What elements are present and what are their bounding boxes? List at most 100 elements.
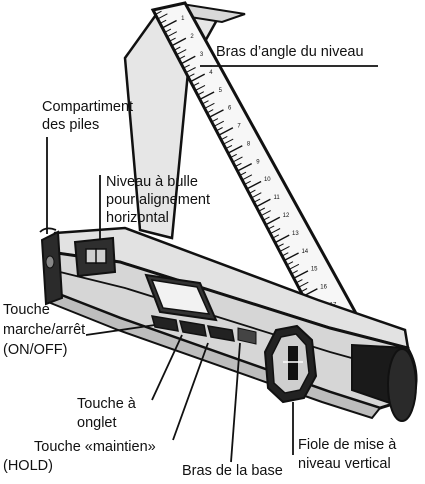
brand-mark bbox=[237, 327, 257, 345]
ruler-tick bbox=[155, 10, 162, 15]
ruler-tick bbox=[187, 73, 195, 78]
ruler-tick bbox=[234, 162, 242, 167]
ruler-tick-label: 12 bbox=[283, 213, 290, 219]
ruler-tick bbox=[213, 120, 225, 127]
ruler-tick bbox=[169, 37, 176, 42]
ruler-tick bbox=[218, 127, 234, 136]
ruler-tick bbox=[225, 144, 233, 150]
ruler-tick bbox=[206, 109, 214, 114]
ruler-tick bbox=[293, 270, 309, 279]
ruler-tick bbox=[274, 234, 290, 244]
ruler-tick bbox=[204, 102, 215, 109]
leader-lines bbox=[46, 65, 378, 463]
ruler-tick bbox=[255, 198, 271, 208]
label-vial-line1: Fiole de mise à bbox=[298, 437, 397, 453]
ruler-tick bbox=[195, 84, 206, 91]
ruler-tick bbox=[241, 174, 253, 181]
label-power-line2: marche/arrêt bbox=[3, 322, 85, 338]
ruler-tick bbox=[227, 145, 243, 154]
ruler-tick bbox=[176, 49, 187, 56]
ruler-tick bbox=[279, 245, 290, 252]
ruler-tick bbox=[267, 225, 275, 230]
label-power-line1: Touche bbox=[3, 302, 50, 318]
ruler-tick bbox=[251, 192, 262, 199]
ruler-tick bbox=[183, 64, 190, 69]
ruler-tick bbox=[171, 37, 187, 47]
ruler-tick bbox=[180, 55, 196, 65]
ruler-tick bbox=[281, 252, 289, 257]
ruler-tick bbox=[237, 162, 253, 172]
ruler-tick bbox=[159, 19, 167, 24]
ruler-tick bbox=[300, 288, 308, 293]
ruler-tick bbox=[291, 270, 298, 275]
ruler-tick-label: 1 bbox=[181, 16, 185, 22]
ruler-tick bbox=[166, 31, 178, 38]
ruler-tick bbox=[258, 207, 266, 212]
ruler-tick bbox=[288, 263, 300, 270]
label-bubble-line3: horizontal bbox=[106, 210, 169, 226]
label-bubble-line2: pour alignement bbox=[106, 192, 210, 208]
label-miter-line1: Touche à bbox=[77, 396, 137, 412]
ruler-tick bbox=[230, 153, 237, 159]
lcd-display bbox=[144, 273, 218, 322]
ruler-tick bbox=[157, 13, 168, 20]
ruler-tick bbox=[223, 138, 234, 145]
ruler-tick bbox=[272, 234, 280, 239]
ruler-tick bbox=[211, 118, 219, 123]
ruler-tick bbox=[220, 135, 228, 141]
miter-button[interactable] bbox=[178, 320, 207, 337]
ruler-tick-label: 16 bbox=[320, 285, 327, 291]
label-power-line3: (ON/OFF) bbox=[3, 342, 67, 358]
ruler-tick bbox=[253, 198, 261, 203]
ruler-tick bbox=[216, 127, 223, 132]
ruler-tick bbox=[277, 243, 284, 248]
ruler-tick-label: 13 bbox=[292, 231, 299, 237]
label-angle-arm: Bras d’angle du niveau bbox=[216, 44, 364, 60]
ruler-tick-label: 2 bbox=[190, 34, 194, 40]
label-bubble-line1: Niveau à bulle bbox=[106, 174, 198, 190]
ruler-tick bbox=[263, 216, 270, 221]
on-off-button[interactable] bbox=[150, 315, 179, 332]
label-battery-line2: des piles bbox=[42, 117, 99, 133]
ruler-tick bbox=[244, 180, 251, 185]
button-row bbox=[150, 315, 235, 342]
ruler-tick-label: 10 bbox=[264, 177, 271, 183]
horizontal-bubble-vial bbox=[73, 236, 117, 278]
ruler-tick-label: 8 bbox=[247, 141, 251, 147]
ruler-tick bbox=[246, 180, 262, 190]
labels: Bras d’angle du niveau Compartiment des … bbox=[3, 44, 397, 479]
ruler-tick-label: 14 bbox=[301, 249, 308, 255]
ruler-tick bbox=[164, 28, 172, 33]
ruler-graduations: 1234567891011121314151617 bbox=[155, 10, 337, 328]
ruler-tick bbox=[202, 100, 209, 105]
ruler-tick bbox=[173, 46, 181, 51]
ruler-tick bbox=[295, 279, 303, 284]
ruler-tick-label: 7 bbox=[237, 124, 241, 130]
label-base-arm: Bras de la base bbox=[182, 463, 283, 479]
vertical-bubble-vial bbox=[263, 324, 318, 404]
ruler-tick-label: 11 bbox=[273, 195, 280, 201]
ruler-tick bbox=[190, 73, 206, 83]
label-hold-line2: (HOLD) bbox=[3, 458, 53, 474]
ruler-tick-label: 6 bbox=[228, 106, 232, 112]
ruler-tick bbox=[232, 156, 243, 163]
label-hold-line1: Touche «maintien» bbox=[34, 439, 156, 455]
ruler-tick bbox=[298, 281, 309, 288]
ruler-tick bbox=[270, 228, 281, 235]
ruler-tick bbox=[162, 19, 177, 29]
label-miter-line2: onglet bbox=[77, 415, 117, 431]
ruler-tick bbox=[239, 171, 247, 176]
ruler-tick-label: 4 bbox=[209, 70, 213, 76]
hold-button[interactable] bbox=[206, 325, 235, 342]
ruler-tick-label: 5 bbox=[219, 88, 223, 94]
ruler-tick-label: 3 bbox=[200, 52, 204, 58]
ruler-tick-label: 15 bbox=[311, 267, 318, 273]
label-battery-line1: Compartiment bbox=[42, 99, 133, 115]
ruler-tick bbox=[248, 189, 256, 194]
ruler-tick bbox=[260, 210, 271, 217]
ruler-tick bbox=[286, 261, 294, 266]
ruler-tick bbox=[178, 55, 186, 60]
ruler-tick bbox=[284, 252, 299, 262]
